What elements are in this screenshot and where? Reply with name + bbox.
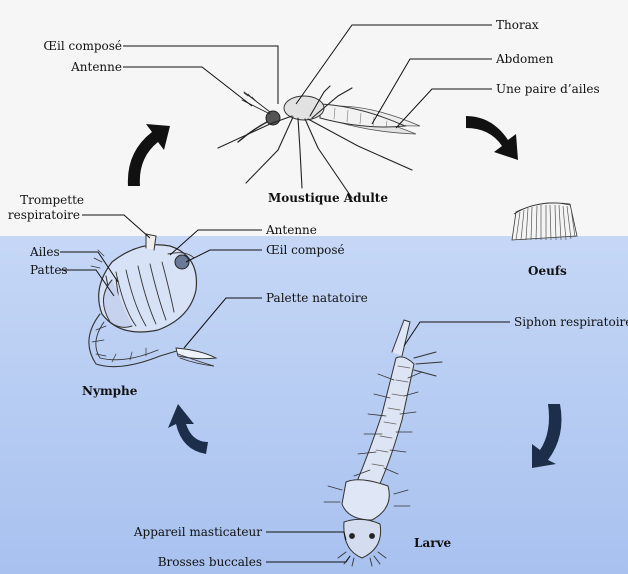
stage-larva-label: Larve [414,536,451,550]
label-paddle: Palette natatoire [266,291,368,305]
egg-raft [512,203,577,240]
label-respiratory-trumpet-line1: Trompette [20,193,84,207]
label-wings-pair: Une paire d’ailes [496,82,600,96]
label-antenna-adult: Antenne [71,60,122,74]
stage-eggs-label: Oeufs [528,264,567,278]
label-siphon: Siphon respiratoire [514,315,628,329]
label-mouth-brushes: Brosses buccales [158,555,262,569]
pupa [89,234,216,367]
label-abdomen: Abdomen [496,52,553,66]
label-thorax: Thorax [496,18,539,32]
label-wings-pupa: Ailes [30,245,60,259]
label-compound-eye-pupa: Œil composé [266,243,345,257]
label-mouthparts: Appareil masticateur [134,525,262,539]
label-compound-eye-adult: Œil composé [43,39,122,53]
larva [324,320,442,566]
label-antenna-pupa: Antenne [266,223,317,237]
stage-adult-label: Moustique Adulte [268,191,388,205]
label-legs-pupa: Pattes [30,263,68,277]
label-respiratory-trumpet-line2: respiratoire [8,208,80,222]
stage-pupa-label: Nymphe [82,384,137,398]
